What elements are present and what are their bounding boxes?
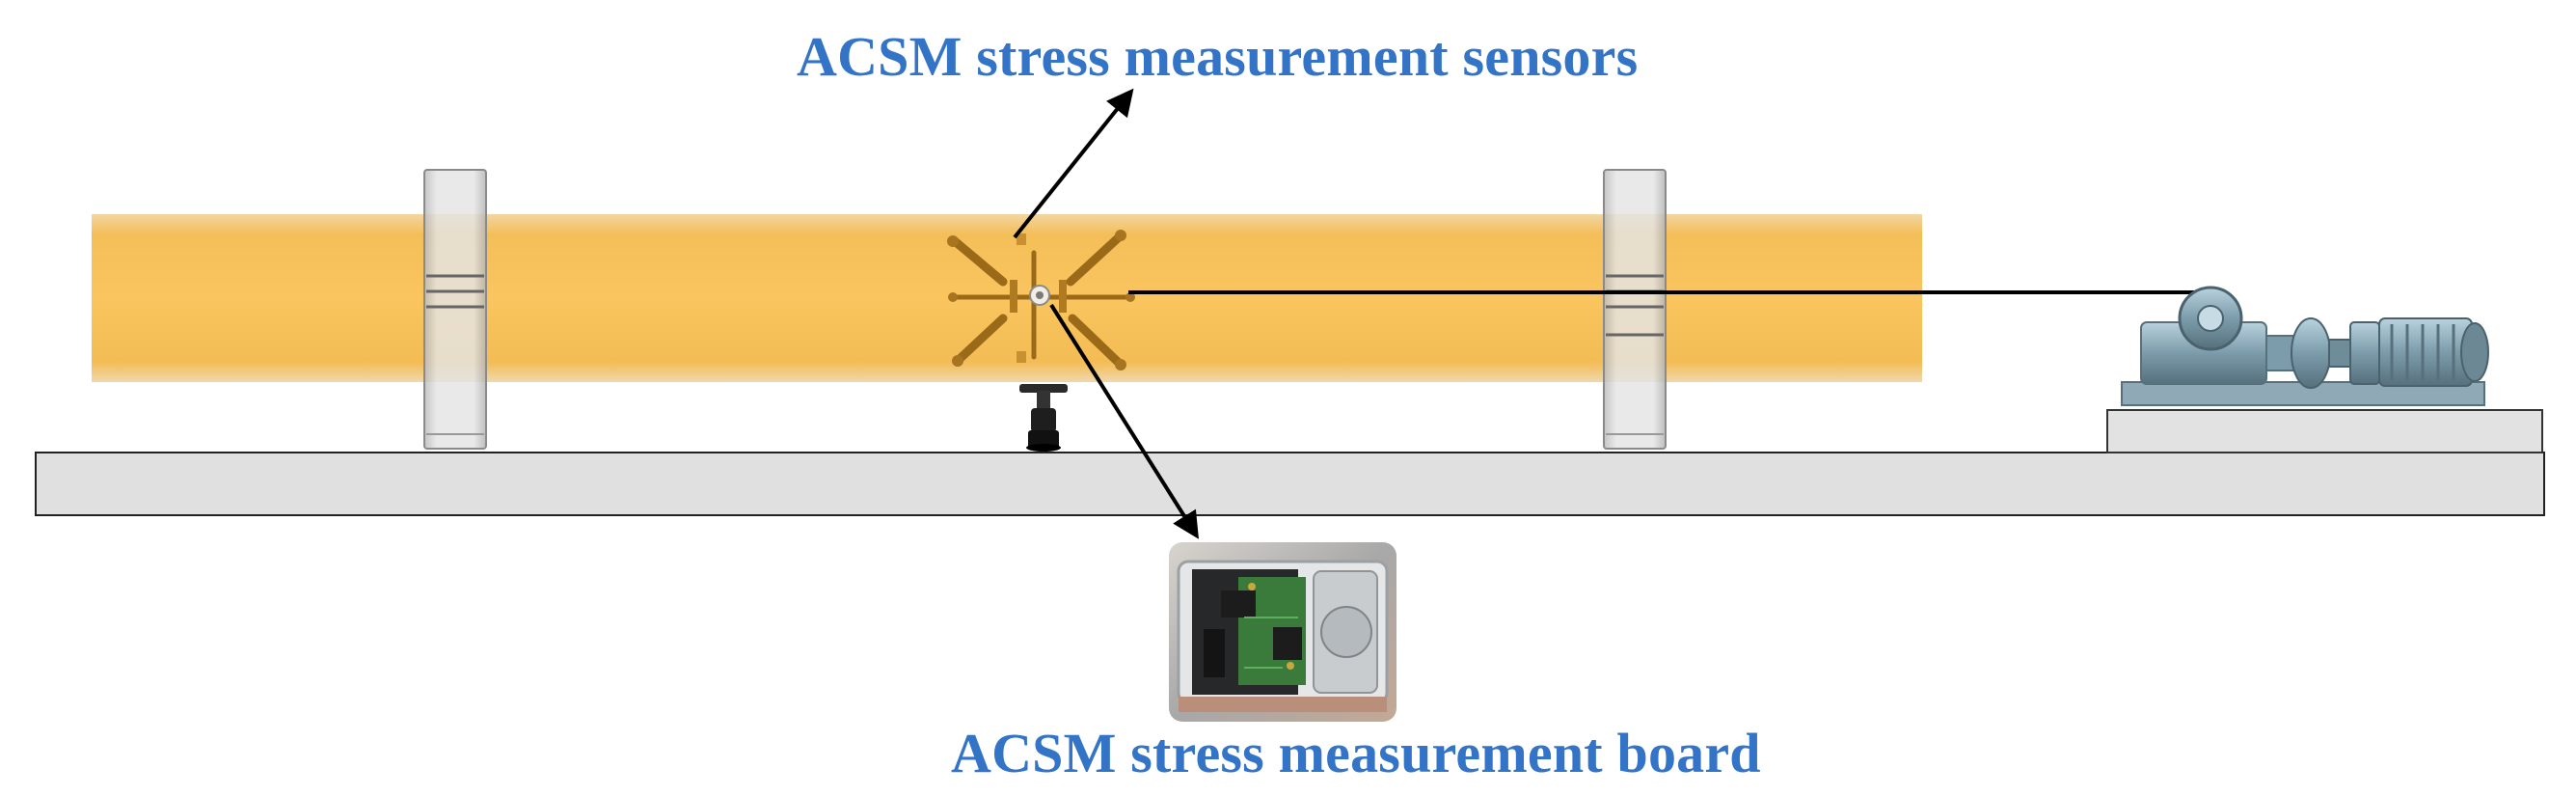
motor-pedestal [2106, 409, 2543, 453]
board-arrow [1049, 303, 1199, 539]
motor-drive-icon [2121, 286, 2489, 406]
sensor-arrow [1013, 88, 1134, 239]
right-pipe-support [1603, 169, 1667, 450]
board-label: ACSM stress measurement board [951, 722, 1761, 784]
sensors-label: ACSM stress measurement sensors [797, 25, 1639, 88]
strain-rosette-icon [947, 230, 1135, 371]
left-pipe-support [423, 169, 487, 450]
circuit-board-icon [1169, 542, 1396, 722]
jack-stand [1019, 384, 1068, 452]
base-platform [35, 452, 2545, 516]
